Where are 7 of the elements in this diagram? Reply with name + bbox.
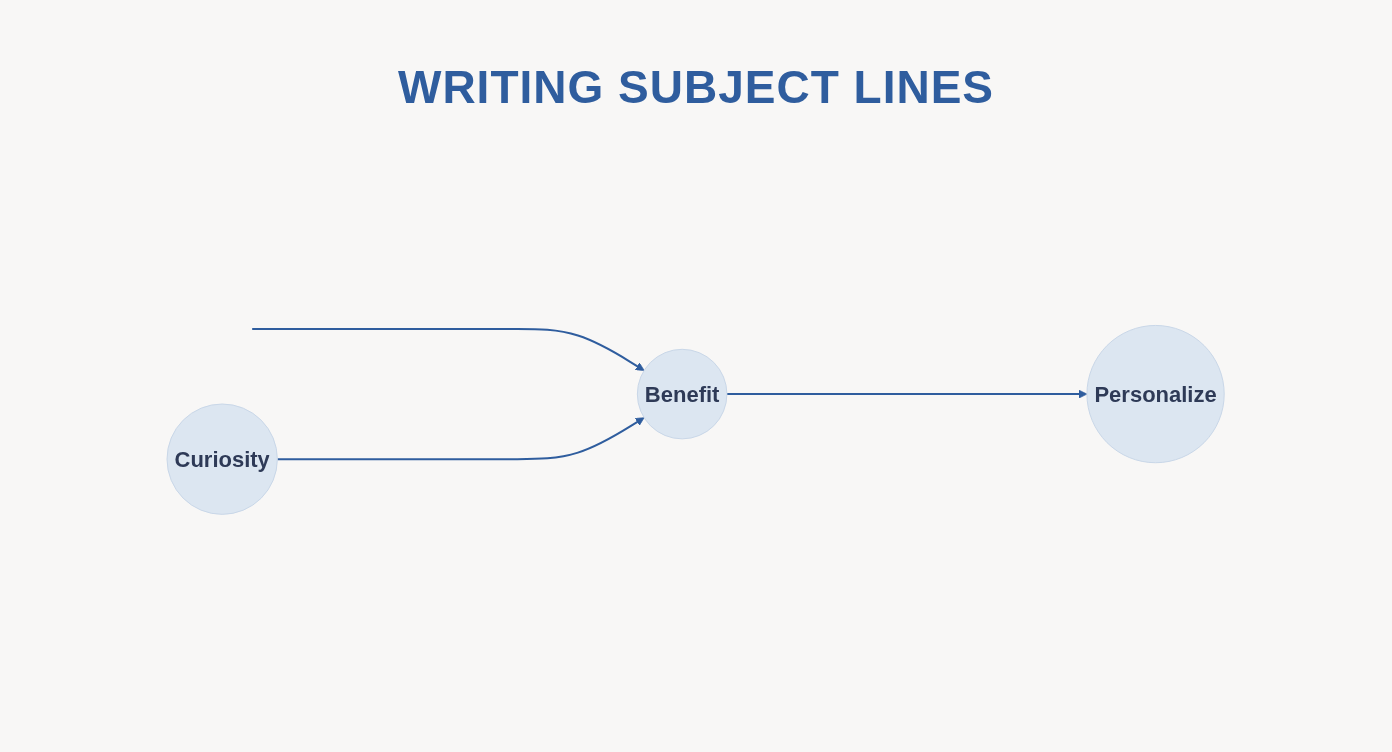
node-circle: Personalize [1086, 324, 1226, 464]
title: WRITING SUBJECT LINES [397, 60, 995, 114]
arrow [726, 389, 1088, 399]
node-circle: Curiosity [166, 403, 279, 515]
arrow [251, 327, 645, 371]
node-circle: Benefit [637, 348, 728, 440]
arrow [276, 417, 645, 460]
